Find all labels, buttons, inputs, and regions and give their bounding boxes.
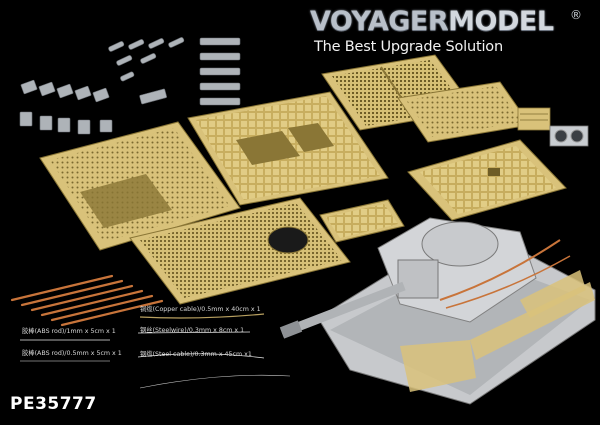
- pe-fret-right: [397, 81, 531, 143]
- pe-fret-small-center: [319, 199, 405, 243]
- brand-name: VOYAGERMODEL: [310, 6, 554, 37]
- pe-fret-main: [187, 91, 389, 206]
- brand-logo: VOYAGERMODEL ® The Best Upgrade Solution: [306, 6, 596, 62]
- pe-fret-turret-ring: [129, 197, 351, 305]
- resin-bracket-parts: [19, 79, 167, 135]
- label-abs-rod-1mm: 胶棒(ABS rod)/1mm x 5cm x 1: [22, 328, 116, 335]
- pe-fret-left: [39, 121, 241, 251]
- tank-model: [279, 217, 596, 405]
- resin-track-link-blocks: [199, 37, 241, 106]
- brand-name-part2: MODEL: [448, 6, 554, 37]
- label-abs-rod-05mm: 胶棒(ABS rod)/0.5mm x 5cm x 1: [22, 350, 122, 357]
- product-code: PE35777: [10, 394, 97, 414]
- label-steel-wire: 钢丝(Steelwire)/0.3mm x 8cm x 1: [140, 327, 245, 334]
- brand-name-part1: VOYAGER: [310, 6, 449, 37]
- registered-mark: ®: [570, 8, 582, 22]
- pe-fret-small-strip: [517, 107, 589, 147]
- copper-rods: [10, 274, 164, 327]
- resin-bolt-parts: [108, 37, 185, 82]
- pe-fret-right-large: [407, 139, 567, 221]
- cable-samples: [20, 313, 291, 389]
- label-steel-cable: 钢缆(Steel cable)/0.3mm x 45cm x1: [140, 351, 252, 358]
- brand-tagline: The Best Upgrade Solution: [314, 39, 503, 55]
- resin-parts-group: [19, 37, 241, 135]
- label-copper-cable: 铜缆(Copper cable)/0.5mm x 40cm x 1: [140, 306, 261, 313]
